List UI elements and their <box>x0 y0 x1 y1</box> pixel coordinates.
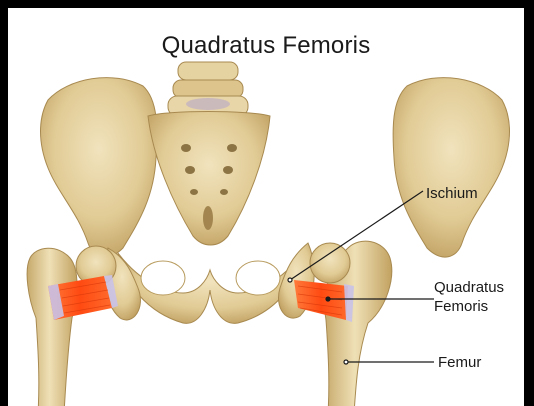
quadratus-leader-dot <box>326 297 330 301</box>
quadratus-femoris-label-line2: Femoris <box>434 297 504 316</box>
figure-title: Quadratus Femoris <box>8 32 524 60</box>
ischium-label: Ischium <box>426 184 478 203</box>
right-quadratus-femoris-muscle <box>294 280 354 322</box>
right-ilium <box>393 78 509 257</box>
left-femur <box>27 248 77 406</box>
quadratus-femoris-label: Quadratus Femoris <box>434 278 504 316</box>
pelvis-illustration <box>8 8 534 406</box>
left-ilium <box>41 78 157 257</box>
left-obturator-foramen <box>141 261 185 295</box>
ischium-leader-dot <box>288 278 292 282</box>
femur-leader-dot <box>344 360 348 364</box>
right-obturator-foramen <box>236 261 280 295</box>
femur-label: Femur <box>438 353 481 372</box>
lumbar-vertebrae <box>168 62 248 116</box>
quadratus-femoris-label-line1: Quadratus <box>434 278 504 297</box>
